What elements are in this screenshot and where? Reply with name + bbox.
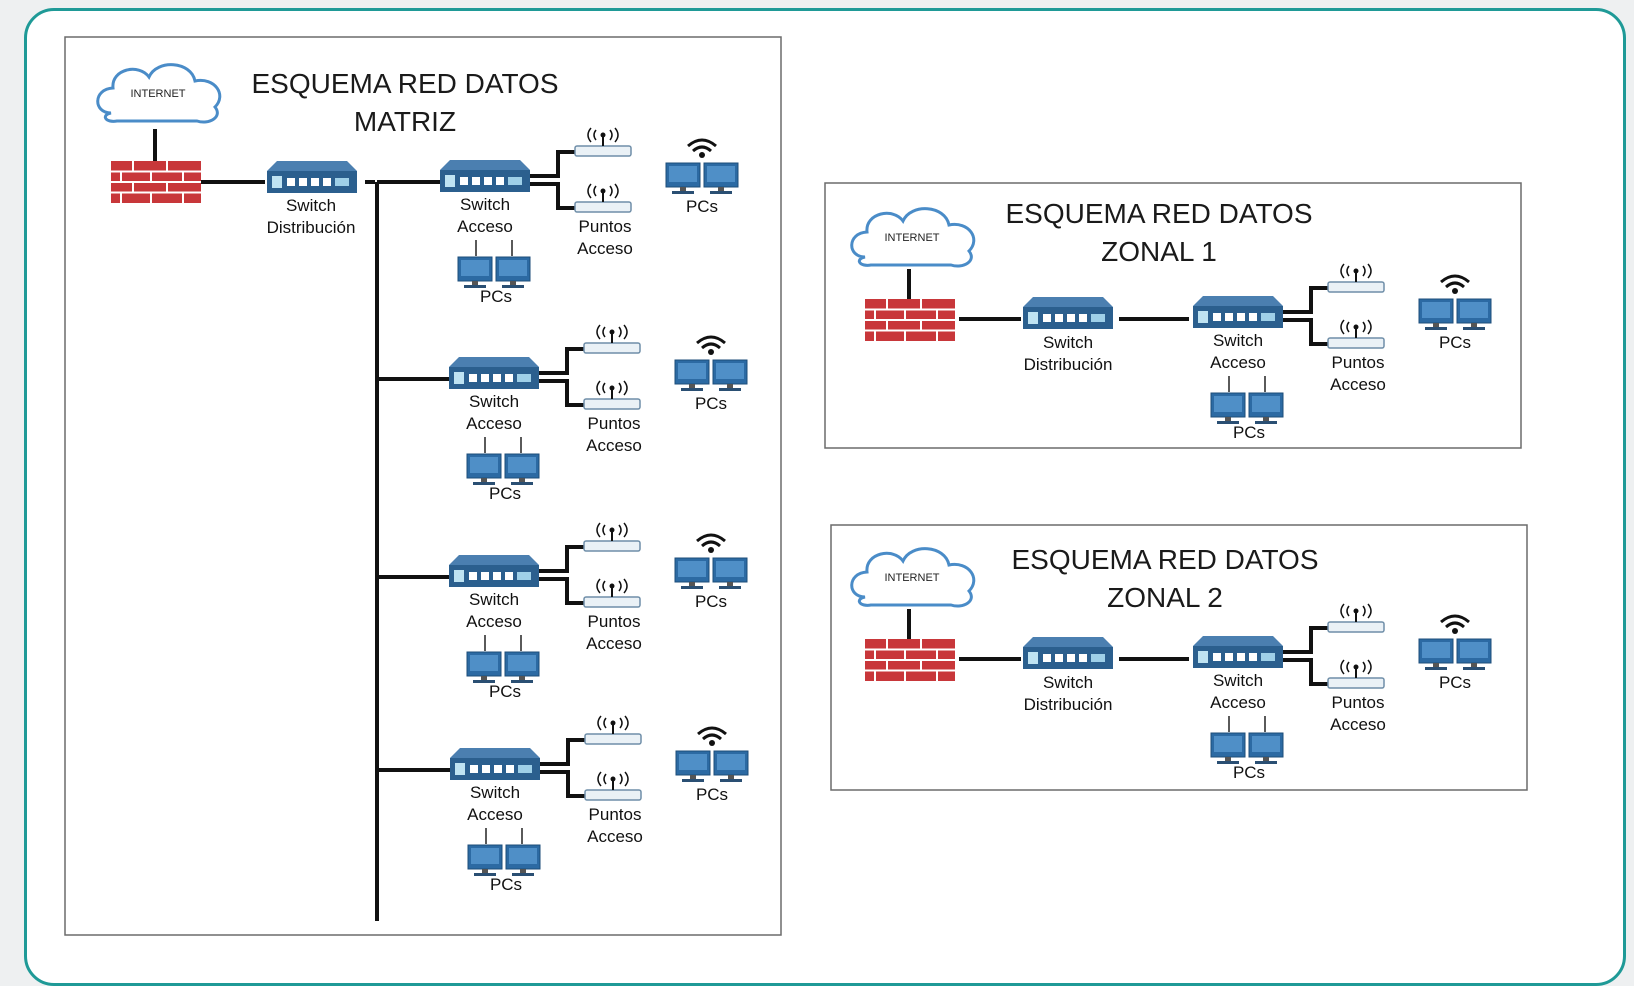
access-switch-label-1: Switch	[469, 590, 519, 609]
ap-label-1: Puntos	[579, 217, 632, 236]
access-switch-label-2: Acceso	[466, 612, 522, 631]
panel-title-matriz-2: MATRIZ	[354, 106, 456, 137]
pcs-label: PCs	[489, 682, 521, 701]
firewall-icon	[864, 298, 956, 342]
pcs-wifi-label: PCs	[1439, 333, 1471, 352]
distribution-switch-icon	[1023, 637, 1113, 669]
ap-label-2: Acceso	[586, 436, 642, 455]
ap-label-1: Puntos	[589, 805, 642, 824]
access-switch-icon	[450, 748, 540, 780]
access-switch-label-1: Switch	[460, 195, 510, 214]
ap-label-2: Acceso	[586, 634, 642, 653]
pcs-wifi-label: PCs	[696, 785, 728, 804]
pcs-label: PCs	[480, 287, 512, 306]
ap-link	[530, 150, 575, 178]
ap-label-1: Puntos	[1332, 353, 1385, 372]
dist-switch-label-1: Switch	[1043, 673, 1093, 692]
ap-link	[539, 347, 584, 375]
pcs-wifi-label: PCs	[695, 394, 727, 413]
panel-title-matriz-1: ESQUEMA RED DATOS	[251, 68, 558, 99]
internet-label: INTERNET	[885, 232, 940, 244]
pcs-wifi-label: PCs	[686, 197, 718, 216]
firewall-icon	[864, 638, 956, 682]
dist-switch-label-2: Distribución	[267, 218, 356, 237]
ap-label-2: Acceso	[1330, 375, 1386, 394]
ap-link	[530, 182, 575, 210]
access-switch-label-2: Acceso	[1210, 693, 1266, 712]
ap-label-1: Puntos	[588, 612, 641, 631]
access-switch-icon	[1193, 636, 1283, 668]
access-switch-label-1: Switch	[470, 783, 520, 802]
dist-switch-label-2: Distribución	[1024, 355, 1113, 374]
access-switch-label-2: Acceso	[466, 414, 522, 433]
ap-link	[1283, 286, 1328, 314]
pcs-label: PCs	[1233, 763, 1265, 782]
pcs-wifi-label: PCs	[1439, 673, 1471, 692]
internet-label: INTERNET	[131, 88, 186, 100]
ap-link	[540, 738, 585, 766]
access-switch-icon	[1193, 296, 1283, 328]
panel-title-zonal1-1: ESQUEMA RED DATOS	[1005, 198, 1312, 229]
access-switch-icon	[449, 357, 539, 389]
ap-label-2: Acceso	[1330, 715, 1386, 734]
ap-link	[539, 545, 584, 573]
ap-link	[1283, 658, 1328, 686]
access-switch-label-1: Switch	[1213, 331, 1263, 350]
dist-switch-label-1: Switch	[286, 196, 336, 215]
access-switch-label-2: Acceso	[467, 805, 523, 824]
internet-label: INTERNET	[885, 572, 940, 584]
access-switch-label-1: Switch	[469, 392, 519, 411]
ap-label-1: Puntos	[1332, 693, 1385, 712]
access-switch-label-1: Switch	[1213, 671, 1263, 690]
ap-label-1: Puntos	[588, 414, 641, 433]
dist-switch-label-1: Switch	[1043, 333, 1093, 352]
ap-link	[539, 577, 584, 605]
dist-switch-label-2: Distribución	[1024, 695, 1113, 714]
ap-link	[1283, 318, 1328, 346]
pcs-label: PCs	[490, 875, 522, 894]
pcs-wifi-label: PCs	[695, 592, 727, 611]
access-switch-label-2: Acceso	[457, 217, 513, 236]
distribution-switch-icon	[267, 161, 357, 193]
ap-label-2: Acceso	[577, 239, 633, 258]
panel-title-zonal2-1: ESQUEMA RED DATOS	[1011, 544, 1318, 575]
ap-link	[539, 379, 584, 407]
access-switch-icon	[449, 555, 539, 587]
access-switch-label-2: Acceso	[1210, 353, 1266, 372]
ap-link	[1283, 626, 1328, 654]
pcs-label: PCs	[489, 484, 521, 503]
access-switch-icon	[440, 160, 530, 192]
panel-title-zonal1-2: ZONAL 1	[1101, 236, 1217, 267]
pcs-label: PCs	[1233, 423, 1265, 442]
panel-title-zonal2-2: ZONAL 2	[1107, 582, 1223, 613]
ap-label-2: Acceso	[587, 827, 643, 846]
ap-link	[540, 770, 585, 798]
firewall-icon	[110, 160, 202, 204]
distribution-switch-icon	[1023, 297, 1113, 329]
